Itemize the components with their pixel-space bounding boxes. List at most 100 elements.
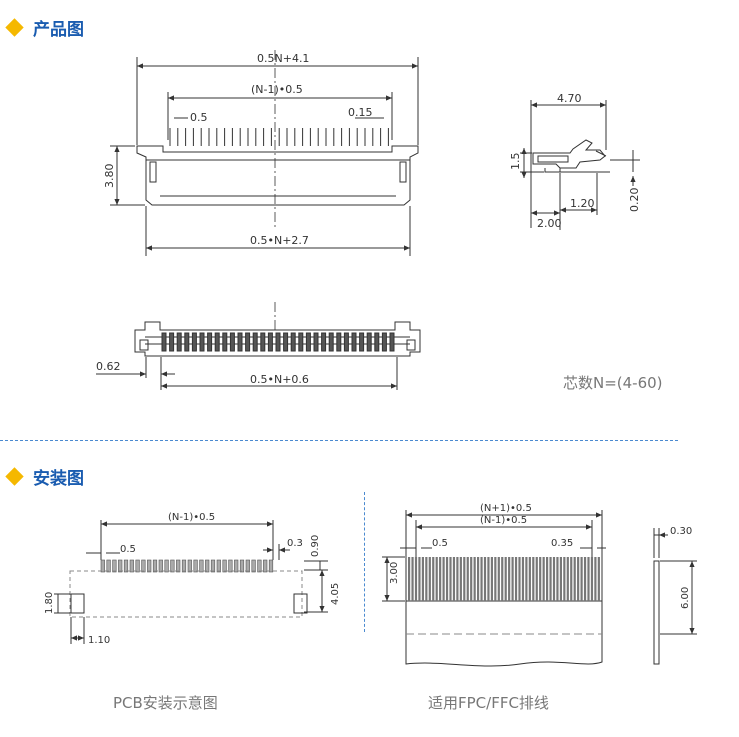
contact bbox=[260, 332, 266, 352]
pcb-pad bbox=[112, 559, 117, 573]
pcb-pad bbox=[193, 559, 198, 573]
fpc-finger bbox=[494, 557, 497, 601]
pcb-dim-pad-length: 0.90 bbox=[310, 535, 321, 557]
pcb-pad bbox=[106, 559, 111, 573]
fpc-finger bbox=[477, 557, 480, 601]
pcb-pad bbox=[210, 559, 216, 573]
fpc-finger bbox=[439, 557, 442, 601]
pin-count-note: 芯数N=(4-60) bbox=[563, 374, 663, 392]
fpc-dim-total-span: (N+1)•0.5 bbox=[480, 503, 532, 514]
contact bbox=[389, 332, 395, 352]
pcb-pad bbox=[263, 559, 268, 573]
contact bbox=[366, 332, 372, 352]
dim-depth: 4.70 bbox=[557, 92, 582, 105]
fpc-dim-pitch-span: (N-1)•0.5 bbox=[480, 515, 527, 526]
pcb-pad bbox=[205, 559, 210, 573]
fpc-finger bbox=[552, 557, 556, 601]
pcb-pad bbox=[135, 559, 140, 573]
fpc-finger bbox=[411, 557, 414, 601]
contact bbox=[359, 332, 365, 352]
pcb-pad bbox=[118, 559, 123, 573]
contact bbox=[191, 332, 197, 352]
fpc-finger bbox=[408, 557, 411, 601]
fpc-finger bbox=[539, 557, 542, 601]
section-title-install: 安装图 bbox=[33, 469, 84, 489]
contact bbox=[328, 332, 334, 352]
side-view bbox=[520, 100, 640, 230]
pcb-pad bbox=[234, 559, 239, 573]
fpc-finger bbox=[452, 557, 456, 601]
fpc-finger bbox=[525, 557, 528, 601]
dim-overall-width: 0.5N+4.1 bbox=[257, 52, 309, 65]
fpc-finger bbox=[501, 557, 504, 601]
fpc-finger bbox=[518, 557, 521, 601]
fpc-finger bbox=[546, 557, 549, 601]
dim-side-height: 1.5 bbox=[509, 153, 522, 171]
fpc-finger bbox=[597, 557, 600, 601]
fpc-finger bbox=[563, 557, 566, 601]
contact bbox=[374, 332, 380, 352]
fpc-finger bbox=[590, 557, 594, 601]
section-divider bbox=[0, 440, 678, 441]
contact bbox=[305, 332, 311, 352]
pcb-pad bbox=[181, 559, 187, 573]
pcb-pad bbox=[268, 559, 274, 573]
fpc-dim-pitch: 0.5 bbox=[432, 538, 448, 549]
dim-edge-offset: 0.62 bbox=[96, 360, 121, 373]
dim-height: 3.80 bbox=[103, 164, 116, 189]
fpc-finger bbox=[442, 557, 445, 601]
top-view bbox=[110, 50, 419, 256]
pcb-pad bbox=[147, 559, 152, 573]
contact bbox=[184, 332, 190, 352]
fpc-finger bbox=[456, 557, 459, 601]
column-divider bbox=[364, 492, 365, 632]
pcb-pad bbox=[164, 559, 169, 573]
contact bbox=[222, 332, 228, 352]
pcb-pad bbox=[100, 559, 105, 573]
fpc-finger bbox=[521, 557, 525, 601]
bottom-view bbox=[96, 302, 421, 390]
fpc-finger bbox=[425, 557, 428, 601]
pcb-pad bbox=[199, 559, 204, 573]
fpc-finger bbox=[435, 557, 438, 601]
pcb-dim-pitch-span: (N-1)•0.5 bbox=[168, 512, 215, 523]
dim-thickness: 0.20 bbox=[628, 188, 641, 213]
pcb-pad bbox=[216, 559, 221, 573]
fpc-finger bbox=[577, 557, 580, 601]
contact bbox=[237, 332, 243, 352]
dim-pitch-span: (N-1)•0.5 bbox=[251, 83, 303, 96]
fpc-finger bbox=[570, 557, 573, 601]
pcb-pad bbox=[158, 559, 163, 573]
contact bbox=[176, 332, 182, 352]
contact bbox=[313, 332, 319, 352]
dim-offset: 2.00 bbox=[537, 217, 562, 230]
pcb-dim-row-offset: 4.05 bbox=[330, 583, 341, 605]
fpc-finger bbox=[559, 557, 562, 601]
fpc-finger bbox=[470, 557, 473, 601]
pcb-pad bbox=[129, 559, 134, 573]
pcb-pad bbox=[239, 559, 245, 573]
contact bbox=[229, 332, 235, 352]
contact bbox=[343, 332, 349, 352]
fpc-finger bbox=[535, 557, 538, 601]
contact bbox=[336, 332, 342, 352]
pcb-dim-tab-height: 1.80 bbox=[44, 592, 55, 614]
pcb-dim-pad-width: 0.3 bbox=[287, 538, 303, 549]
dim-contact-span: 0.5•N+0.6 bbox=[250, 373, 309, 386]
fpc-finger bbox=[528, 557, 531, 601]
contact bbox=[283, 332, 289, 352]
fpc-finger bbox=[421, 557, 424, 601]
fpc-layout bbox=[382, 510, 697, 667]
fpc-finger bbox=[580, 557, 583, 601]
contact bbox=[290, 332, 296, 352]
pcb-pad bbox=[176, 559, 181, 573]
fpc-caption: 适用FPC/FFC排线 bbox=[428, 694, 549, 712]
fpc-finger bbox=[428, 557, 431, 601]
fpc-finger bbox=[497, 557, 500, 601]
fpc-finger bbox=[566, 557, 569, 601]
fpc-finger bbox=[511, 557, 514, 601]
contact bbox=[169, 332, 175, 352]
pcb-pad bbox=[187, 559, 192, 573]
pcb-layout bbox=[54, 520, 328, 644]
fpc-finger bbox=[542, 557, 545, 601]
